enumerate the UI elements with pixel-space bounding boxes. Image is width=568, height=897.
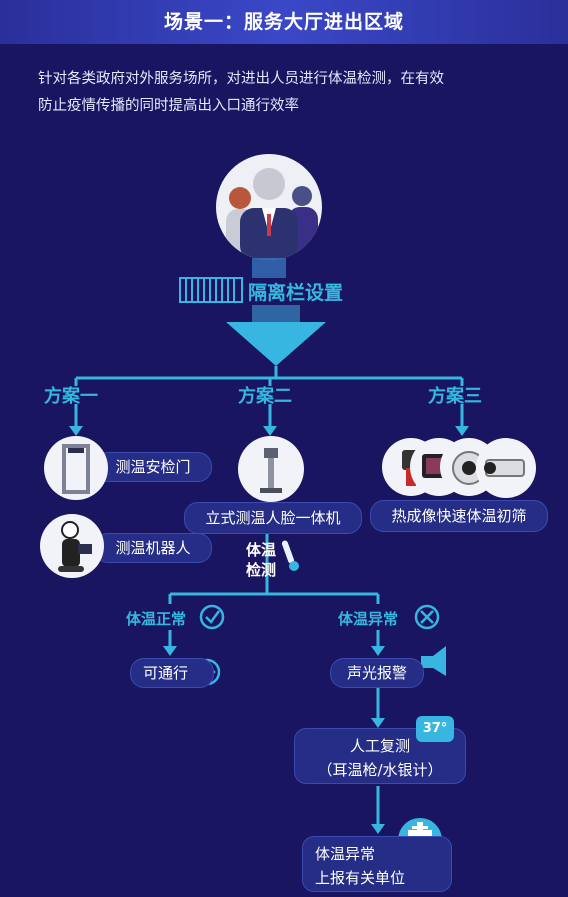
check-icon bbox=[199, 604, 225, 630]
report-line-2: 上报有关单位 bbox=[315, 869, 406, 887]
plan-1-item-2: 测温机器人 bbox=[94, 533, 212, 563]
page-title: 场景一：服务大厅进出区域 bbox=[163, 11, 404, 33]
intro-line-2: 防止疫情传播的同时提高出入口通行效率 bbox=[38, 98, 299, 114]
plan-2-label: 方案二 bbox=[238, 386, 292, 407]
security-gate-image bbox=[44, 436, 108, 500]
face-terminal-image bbox=[238, 436, 304, 502]
temp-detect-line-1: 体温 bbox=[246, 541, 277, 559]
pass-box: 可通行 bbox=[130, 658, 214, 688]
temp-detect-label: 体温 检测 bbox=[246, 540, 276, 580]
plan-2-item-1: 立式测温人脸一体机 bbox=[184, 502, 362, 534]
plan-1-label: 方案一 bbox=[44, 386, 98, 407]
thermal-device-4-image bbox=[476, 438, 536, 498]
plan-3-label: 方案三 bbox=[428, 386, 482, 407]
alarm-speaker-icon bbox=[421, 646, 446, 676]
temp-detect-line-2: 检测 bbox=[246, 561, 277, 579]
branch-abnormal-label: 体温异常 bbox=[338, 610, 399, 628]
plan-3-item-1: 热成像快速体温初筛 bbox=[370, 500, 548, 532]
report-line-1: 体温异常 bbox=[315, 845, 376, 863]
avatar-pedestal bbox=[252, 258, 286, 278]
alarm-box: 声光报警 bbox=[330, 658, 424, 688]
stream-dots bbox=[252, 305, 300, 323]
branch-normal-label: 体温正常 bbox=[126, 610, 187, 628]
intro-line-1: 针对各类政府对外服务场所，对进出人员进行体温检测，在有效 bbox=[38, 71, 444, 87]
plan-1-item-1: 测温安检门 bbox=[94, 452, 212, 482]
recheck-line-1: 人工复测 bbox=[349, 737, 410, 755]
temp-badge: 37° bbox=[416, 716, 454, 742]
recheck-line-2: （耳温枪/水银计） bbox=[317, 761, 443, 779]
big-down-arrow-icon bbox=[226, 322, 326, 366]
header-banner bbox=[0, 0, 568, 44]
intro-text: 针对各类政府对外服务场所，对进出人员进行体温检测，在有效 防止疫情传播的同时提高… bbox=[38, 66, 538, 120]
cross-icon bbox=[414, 604, 440, 630]
report-box: 体温异常 上报有关单位 bbox=[302, 836, 452, 892]
thermometer-icon bbox=[281, 540, 299, 571]
thermo-robot-image bbox=[40, 514, 104, 578]
staff-avatar-group bbox=[216, 154, 322, 260]
temp-badge-text: 37° bbox=[422, 721, 448, 736]
barrier-label: 隔离栏设置 bbox=[248, 282, 344, 304]
fence-icon bbox=[179, 277, 243, 303]
